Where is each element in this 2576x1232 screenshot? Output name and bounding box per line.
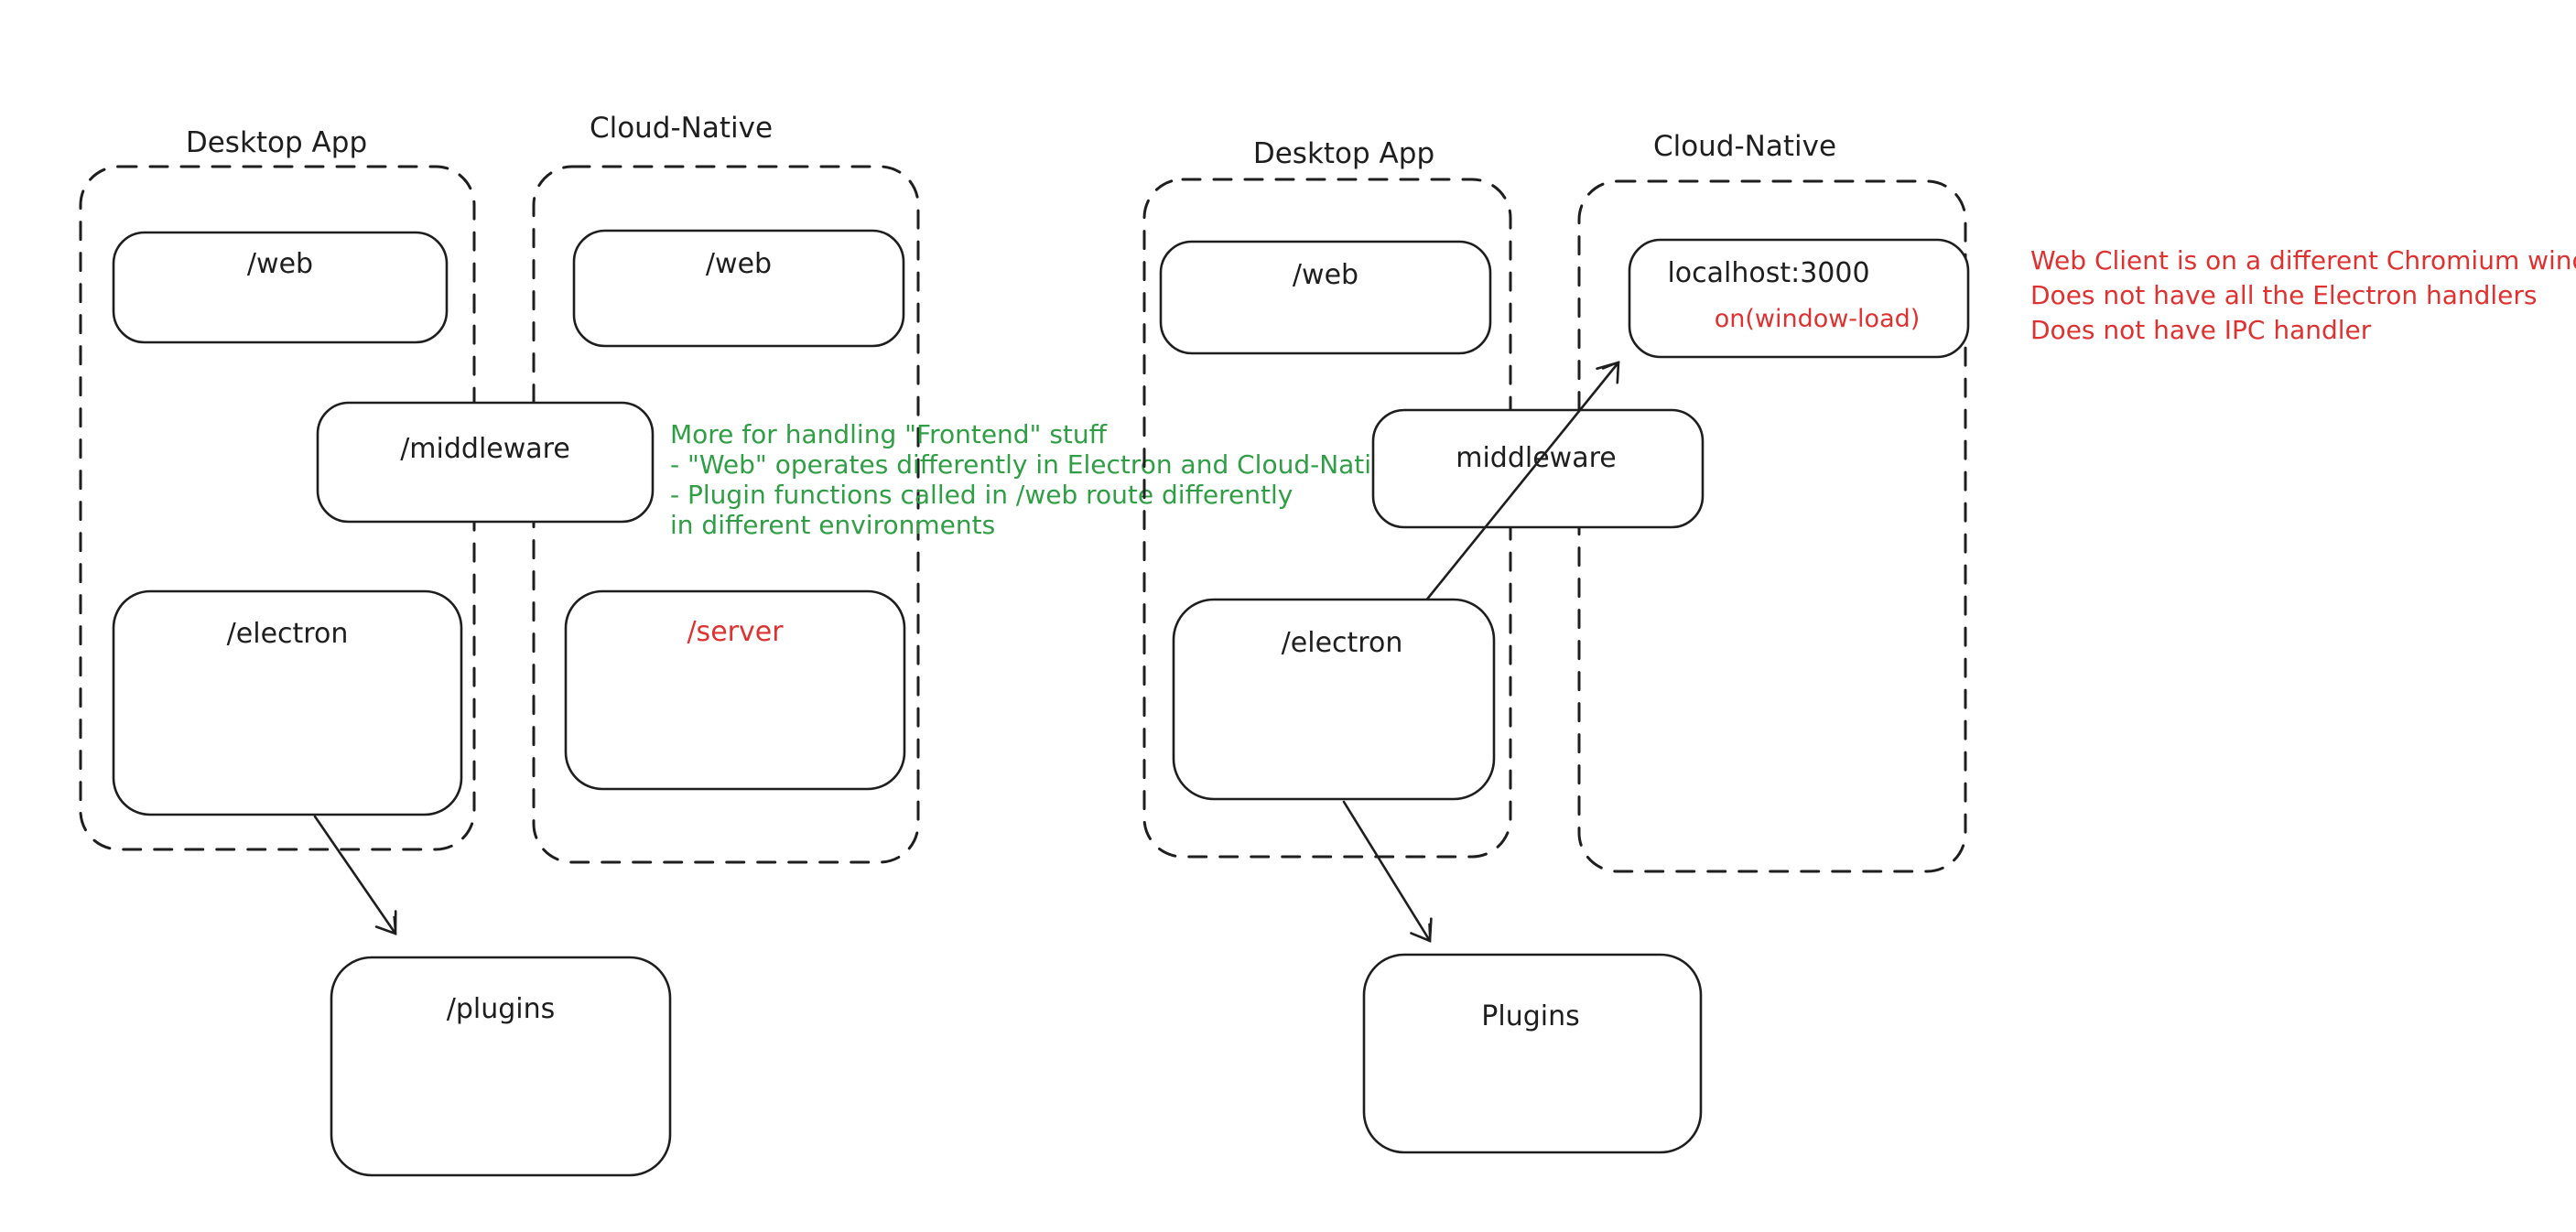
left-electron-label: /electron xyxy=(227,618,349,650)
right-plugins-box xyxy=(1362,953,1703,1154)
left-middleware-box xyxy=(316,401,655,524)
right-web-label: /web xyxy=(1293,259,1358,291)
right-red-note: Web Client is on a different Chromium wi… xyxy=(2030,245,2576,345)
left-middleware-label: /middleware xyxy=(400,433,570,465)
right-electron-box xyxy=(1172,598,1496,801)
right-red-note-line-3: Does not have IPC handler xyxy=(2030,315,2372,345)
left-green-note-line-1: More for handling "Frontend" stuff xyxy=(670,419,1108,449)
left-desktop-web-box xyxy=(112,231,449,344)
right-localhost-box xyxy=(1628,238,1970,359)
left-server-box xyxy=(564,589,906,791)
left-electron-box xyxy=(112,589,463,816)
right-desktop-app-container xyxy=(1142,178,1512,859)
left-plugins-box xyxy=(330,956,672,1177)
left-desktop-app-label: Desktop App xyxy=(186,126,367,159)
left-green-note: More for handling "Frontend" stuff - "We… xyxy=(670,419,1402,540)
right-arrow-electron-to-localhost xyxy=(1420,361,1620,608)
right-localhost-label: localhost:3000 xyxy=(1667,257,1869,289)
right-red-note-line-1: Web Client is on a different Chromium wi… xyxy=(2030,245,2576,276)
right-plugins-label: Plugins xyxy=(1481,1000,1579,1032)
right-middleware-label: middleware xyxy=(1456,442,1617,474)
left-desktop-app-container xyxy=(79,165,476,851)
left-arrow-electron-to-plugins xyxy=(313,815,397,935)
right-electron-label: /electron xyxy=(1282,627,1403,659)
left-cloud-native-label: Cloud-Native xyxy=(590,112,773,145)
left-plugins-label: /plugins xyxy=(447,993,556,1025)
left-server-label: /server xyxy=(687,616,784,648)
left-green-note-line-4: in different environments xyxy=(670,510,995,540)
right-window-load-label: on(window-load) xyxy=(1715,305,1921,333)
right-cloud-native-label: Cloud-Native xyxy=(1653,130,1836,163)
left-cloud-web-label: /web xyxy=(706,248,772,280)
right-red-note-line-2: Does not have all the Electron handlers xyxy=(2030,280,2538,310)
right-web-box xyxy=(1159,240,1492,355)
right-middleware-box xyxy=(1371,408,1705,529)
right-desktop-app-label: Desktop App xyxy=(1253,137,1434,170)
left-green-note-line-2: - "Web" operates differently in Electron… xyxy=(670,449,1402,480)
left-cloud-web-box xyxy=(572,229,905,348)
right-arrow-electron-to-plugins xyxy=(1342,800,1433,943)
left-green-note-line-3: - Plugin functions called in /web route … xyxy=(670,480,1293,510)
left-desktop-web-label: /web xyxy=(247,248,313,280)
